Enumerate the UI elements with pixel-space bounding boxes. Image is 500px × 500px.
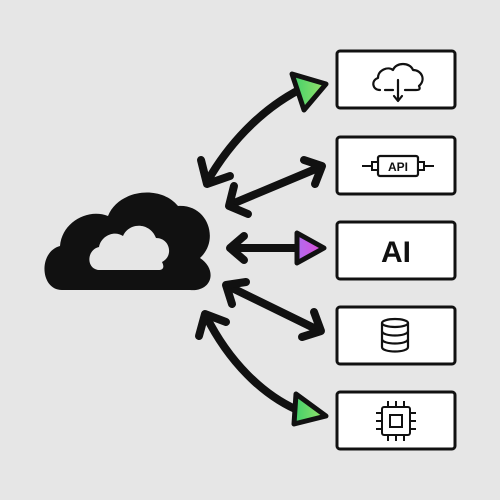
arrow-database: [222, 278, 325, 341]
node-box-ai: [335, 220, 457, 281]
arrow-api: [225, 156, 326, 218]
ai-label: AI: [381, 236, 411, 269]
database-icon: [380, 317, 410, 353]
arrow-cloud-download: [197, 71, 329, 188]
api-connector-icon: API: [362, 154, 434, 178]
cpu-chip-icon: [376, 401, 416, 441]
cloud-download-icon: [372, 62, 424, 103]
node-box-cloud-download: [335, 49, 457, 110]
api-label: API: [388, 160, 408, 174]
arrow-ai: [226, 230, 327, 266]
arrow-chip: [195, 310, 329, 427]
node-box-chip: [335, 390, 457, 451]
hub-cloud-icon: [44, 192, 211, 291]
